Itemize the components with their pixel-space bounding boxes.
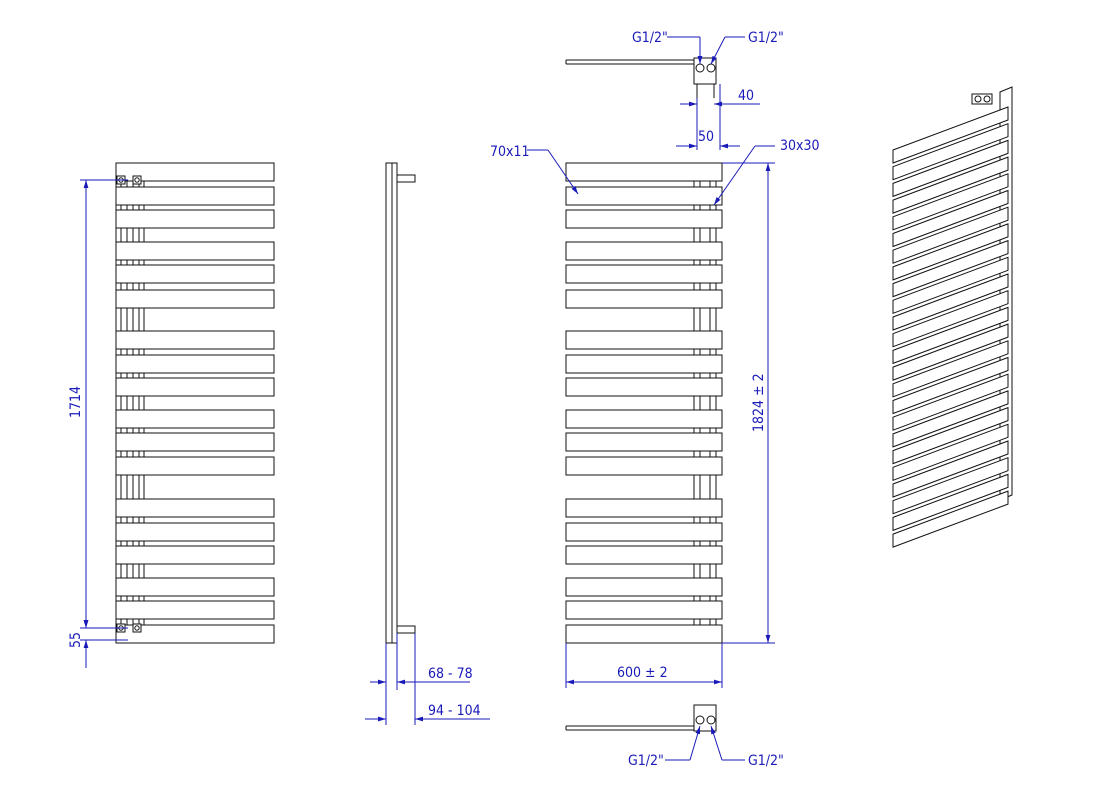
perspective-bar — [892, 239, 1009, 298]
perspective-bar — [892, 273, 1009, 331]
perspective-bar — [892, 406, 1009, 465]
front-bar — [115, 186, 275, 206]
perspective-view — [892, 86, 1013, 548]
top-plan-detail: G1/2" G1/2" 40 50 — [565, 30, 784, 150]
front-bar — [115, 264, 275, 284]
dim-40-label: 40 — [738, 88, 754, 104]
front-bar — [115, 498, 275, 518]
bar-size-label: 70x11 — [490, 144, 530, 160]
perspective-bar — [892, 490, 1009, 548]
middle-bar — [565, 498, 723, 518]
dim-55-label: 55 — [68, 632, 84, 648]
perspective-bar — [892, 440, 1009, 498]
dimension-68-78: 68 - 78 — [370, 633, 473, 690]
side-view — [385, 162, 416, 644]
dimension-600: 600 ± 2 — [565, 643, 723, 688]
middle-bar — [565, 354, 723, 374]
perspective-bar — [892, 473, 1009, 532]
perspective-bar — [892, 340, 1009, 398]
perspective-bar — [892, 306, 1009, 365]
front-bar — [115, 162, 275, 182]
mount-bracket — [132, 623, 142, 633]
dim-94-104-label: 94 - 104 — [428, 703, 481, 719]
front-bar — [115, 209, 275, 229]
middle-view — [565, 162, 723, 644]
bottom-right-connection-label: G1/2" — [748, 753, 784, 769]
perspective-bar — [892, 189, 1009, 248]
front-bar — [115, 289, 275, 309]
perspective-bar — [892, 256, 1009, 315]
perspective-bar — [892, 423, 1009, 482]
front-bar — [115, 330, 275, 350]
middle-bar — [565, 432, 723, 452]
middle-bar — [565, 377, 723, 397]
mount-hole — [134, 625, 140, 631]
front-bar — [115, 577, 275, 597]
dimension-1714: 1714 — [68, 179, 128, 629]
perspective-bar — [892, 206, 1009, 264]
perspective-bar — [892, 323, 1009, 381]
dim-68-78-label: 68 - 78 — [428, 666, 473, 682]
front-frame — [115, 162, 145, 644]
perspective-bar — [892, 390, 1009, 448]
middle-bar — [565, 456, 723, 476]
perspective-bar — [892, 173, 1009, 231]
front-bar — [115, 377, 275, 397]
mount-bracket — [132, 175, 142, 185]
perspective-bar — [892, 356, 1009, 415]
perspective-valve — [971, 93, 993, 105]
front-bar — [115, 600, 275, 620]
middle-bar — [565, 162, 723, 182]
bottom-left-connection-label: G1/2" — [628, 753, 664, 769]
middle-bar — [565, 264, 723, 284]
perspective-valve-port — [983, 95, 991, 103]
dimension-94-104: 94 - 104 — [365, 633, 490, 725]
top-right-connection-label: G1/2" — [748, 30, 784, 46]
perspective-bar — [892, 106, 1009, 164]
middle-bar — [565, 624, 723, 644]
perspective-bar — [892, 456, 1009, 515]
front-bar — [115, 624, 275, 644]
dim-1824-label: 1824 ± 2 — [751, 373, 767, 432]
front-view — [115, 162, 275, 644]
middle-bar — [565, 545, 723, 565]
front-bar — [115, 456, 275, 476]
front-bar — [115, 522, 275, 542]
middle-bar — [565, 577, 723, 597]
front-bar — [115, 354, 275, 374]
tube-size-label: 30x30 — [780, 138, 820, 154]
front-bar — [115, 432, 275, 452]
perspective-bar — [892, 139, 1009, 198]
mount-hole — [134, 177, 140, 183]
perspective-bar — [892, 122, 1009, 181]
dimension-55: 55 — [68, 612, 128, 668]
middle-bar — [565, 600, 723, 620]
front-bar — [115, 545, 275, 565]
section-callouts: 70x11 30x30 — [490, 138, 820, 206]
front-bar — [115, 409, 275, 429]
dim-600-label: 600 ± 2 — [617, 665, 668, 681]
middle-bar — [565, 409, 723, 429]
middle-bar — [565, 186, 723, 206]
perspective-bar — [892, 289, 1009, 348]
top-left-connection-label: G1/2" — [632, 30, 668, 46]
dim-1714-label: 1714 — [68, 386, 84, 418]
middle-bar — [565, 241, 723, 261]
middle-bar — [565, 522, 723, 542]
bottom-plan-detail: G1/2" G1/2" — [565, 704, 784, 769]
front-bar — [115, 241, 275, 261]
perspective-bar — [892, 156, 1009, 214]
middle-bar — [565, 330, 723, 350]
perspective-bar — [892, 223, 1009, 281]
middle-bar — [565, 289, 723, 309]
dimension-1824: 1824 ± 2 — [722, 162, 775, 644]
dim-50-label: 50 — [698, 129, 714, 145]
middle-bar — [565, 209, 723, 229]
perspective-valve-port — [974, 95, 982, 103]
perspective-bar — [892, 373, 1009, 431]
